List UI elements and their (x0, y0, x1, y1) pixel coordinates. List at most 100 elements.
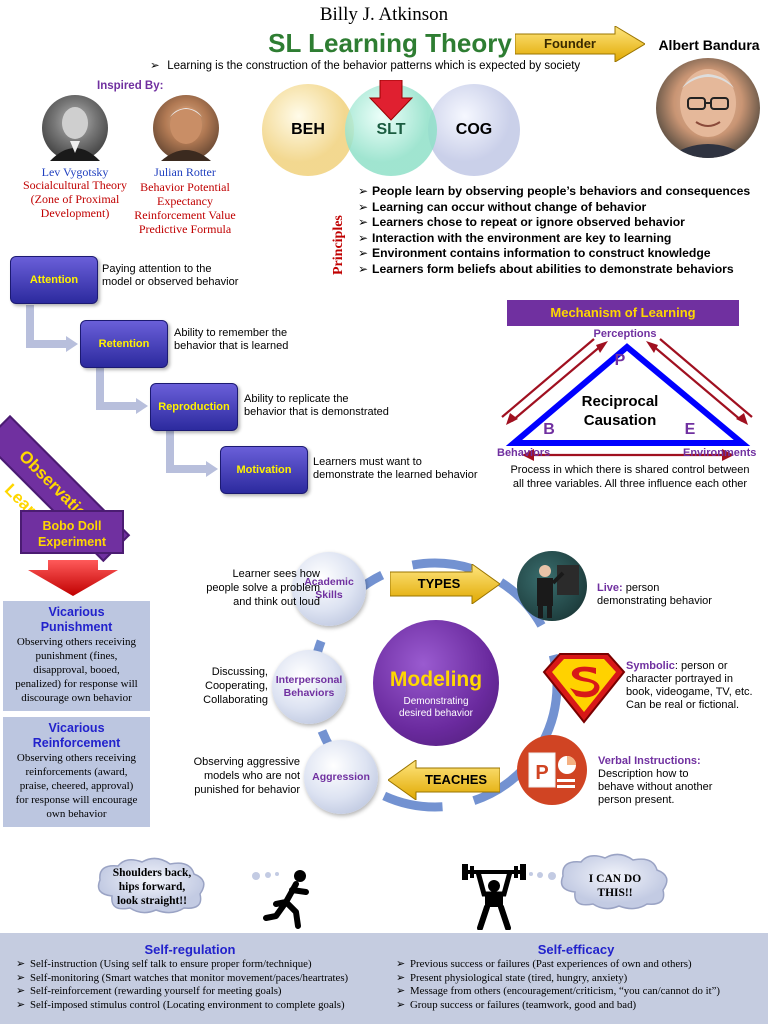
rotter-desc-line: Reinforcement Value (134, 208, 236, 222)
live-type-name: Live: (597, 582, 623, 594)
principle-text: Learners form beliefs about abilities to… (372, 261, 734, 276)
type-desc-line: : person or (674, 660, 728, 672)
self-efficacy-title: Self-efficacy (537, 942, 615, 957)
list-item: ➢Self-instruction (Using self talk to en… (16, 958, 386, 972)
list-item: ➢Self-monitoring (Smart watches that mon… (16, 972, 386, 986)
rotter-name: Julian Rotter (154, 165, 216, 179)
list-item-text: Self-imposed stimulus control (Locating … (30, 998, 345, 1011)
title-line: Vicarious (48, 605, 105, 619)
modeling-subtitle: Demonstrating desired behavior (373, 696, 499, 720)
desc-line: Cooperating, (205, 680, 268, 692)
type-desc-line: behave without another (598, 781, 713, 793)
founder-label: Founder (544, 36, 596, 51)
venn-label-cog: COG (455, 121, 493, 138)
teaches-arrow (388, 760, 500, 800)
step-attention-desc: Paying attention to the model or observe… (102, 263, 252, 289)
academic-skills-desc: Learner sees how people solve a problem … (150, 567, 320, 609)
vygotsky-desc-line: (Zone of Proximal (30, 192, 120, 206)
bullet-arrow-icon: ➢ (16, 958, 26, 970)
mechanism-caption: Process in which there is shared control… (505, 463, 755, 491)
desc-line: and think out loud (233, 596, 320, 608)
aggression-desc: Observing aggressive models who are not … (168, 755, 300, 797)
venn-circle-slt (345, 84, 437, 176)
vicarious-punishment-text: Observing others receiving punishment (f… (8, 635, 145, 705)
step-motivation-desc: Learners must want to demonstrate the le… (313, 456, 483, 482)
cloud-line: THIS!! (597, 887, 633, 899)
list-item: ➢Previous success or failures (Past expe… (396, 958, 766, 972)
type-desc-line: person present. (598, 794, 675, 806)
author-name: Billy J. Atkinson (319, 4, 449, 25)
environments-label: Environments (683, 447, 757, 459)
text-line: punishment (fines, (35, 650, 118, 662)
letter-b: B (543, 421, 555, 438)
bobo-title-line: Bobo Doll (42, 519, 102, 533)
thought-bubbles-left (252, 872, 279, 880)
runner-icon (263, 870, 309, 929)
circle-label-line: Academic (304, 576, 354, 588)
live-desc: Live: person demonstrating behavior (597, 582, 767, 608)
cloud-right-text: I CAN DO THIS!! (565, 872, 665, 900)
bobo-title-line: Experiment (37, 535, 107, 549)
text-line: own behavior (46, 808, 107, 820)
types-arrow (390, 564, 500, 604)
list-item-text: Group success or failures (teamwork, goo… (410, 998, 637, 1011)
list-item-text: Self-monitoring (Smart watches that moni… (30, 971, 349, 984)
desc-line: Collaborating (203, 694, 268, 706)
thought-bubbles-right (529, 872, 556, 880)
step-reproduction-desc: Ability to replicate the behavior that i… (244, 393, 404, 419)
modeling-title: Modeling (389, 668, 483, 691)
principle-text: People learn by observing people’s behav… (372, 184, 751, 198)
desc-line: Learner sees how (232, 568, 320, 580)
desc-line: punished for behavior (194, 784, 300, 796)
title-line: Reinforcement (32, 736, 121, 750)
list-item-text: Self-reinforcement (rewarding yourself f… (30, 985, 282, 997)
principle-item: ➢Environment contains information to con… (358, 246, 768, 262)
step-desc-line: Learners must want to (313, 456, 422, 468)
bullet-arrow-icon: ➢ (16, 998, 26, 1011)
powerpoint-icon: P (517, 735, 587, 805)
perceptions-label: Perceptions (593, 328, 657, 340)
bullet-arrow-icon: ➢ (358, 261, 369, 276)
principle-text: Learners chose to repeat or ignore obser… (372, 215, 685, 229)
founder-arrow (515, 26, 645, 62)
types-label: TYPES (417, 576, 461, 591)
aggression-circle: Aggression (304, 740, 378, 814)
venn-down-arrow-icon (368, 80, 414, 121)
thought-cloud-right (560, 853, 668, 910)
step-motivation: Motivation (220, 446, 308, 494)
bullet-arrow-icon: ➢ (358, 199, 369, 214)
symbolic-type-name: Symbolic (626, 660, 675, 672)
superman-icon (542, 653, 626, 724)
cloud-left-text: Shoulders back, hips forward, look strai… (100, 866, 204, 908)
bobo-doll-title: Bobo Doll Experiment (20, 510, 124, 554)
text-line: Observing others receiving (16, 636, 137, 648)
step-desc-line: Ability to replicate the (244, 393, 349, 405)
circle-label-line: Behaviors (283, 687, 335, 699)
list-item: ➢Group success or failures (teamwork, go… (396, 999, 766, 1013)
self-regulation-list: ➢Self-instruction (Using self talk to en… (16, 958, 386, 1012)
down-arrow-icon (28, 560, 118, 596)
rotter-desc-line: Expectancy (157, 194, 213, 208)
list-item-text: Previous success or failures (Past exper… (410, 958, 692, 970)
self-efficacy-list: ➢ Previous success or failures (Past expe… (396, 958, 766, 1012)
principle-item: ➢Learners chose to repeat or ignore obse… (358, 215, 768, 231)
bullet-arrow-icon: ➢ (396, 971, 406, 984)
cloud-line: Shoulders back, (112, 867, 192, 879)
vicarious-reinforcement-text: Observing others receiving reinforcement… (8, 751, 145, 821)
vygotsky-photo (42, 95, 108, 161)
verbal-desc: Verbal Instructions: Description how to … (598, 755, 768, 807)
symbolic-desc: Symbolic: person or character portrayed … (626, 660, 768, 712)
text-line: Observing others receiving (16, 752, 137, 764)
inspired-by-label: Inspired By: (97, 80, 164, 92)
list-item: ➢Present physiological state (tired, hun… (396, 972, 766, 986)
venn-label-beh: BEH (291, 121, 325, 138)
principle-item: ➢Learning can occur without change of be… (358, 200, 768, 216)
step-desc-line: Paying attention to the (102, 263, 212, 275)
bottom-band (0, 933, 768, 1024)
step-reproduction: Reproduction (150, 383, 238, 431)
svg-text:P: P (535, 762, 548, 784)
verbal-type-name: Verbal Instructions: (598, 755, 701, 767)
